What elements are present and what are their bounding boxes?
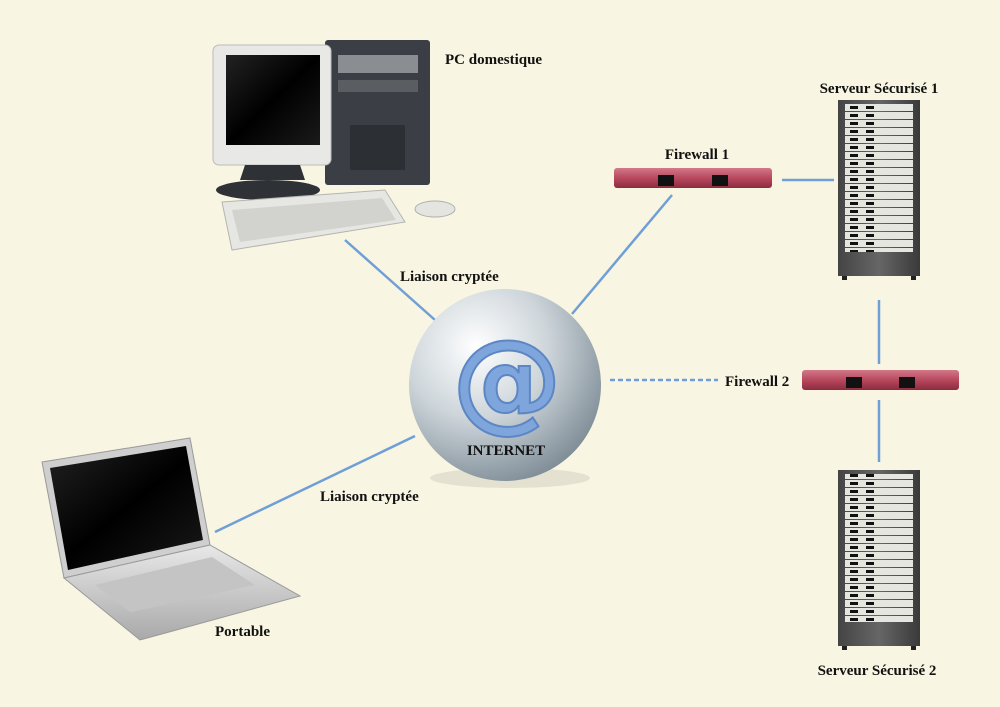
laptop: Portable: [41, 437, 302, 641]
link-laptop-internet: [214, 434, 416, 534]
firewall-2: Firewall 2: [725, 370, 959, 390]
pc-label: PC domestique: [445, 52, 542, 68]
mouse: [414, 200, 456, 218]
internet-label: INTERNET: [467, 443, 545, 459]
server-1: Serveur Sécurisé 1: [820, 81, 939, 280]
home-pc: PC domestique: [212, 40, 542, 251]
at-symbol-icon: @: [452, 316, 562, 444]
link-pc-label: Liaison cryptée: [400, 269, 499, 285]
internet-globe: @ INTERNET: [409, 289, 601, 488]
firewall-1: Firewall 1: [614, 147, 772, 188]
link-internet-firewall1: [571, 194, 673, 315]
link-laptop-label: Liaison cryptée: [320, 489, 419, 505]
server-2: Serveur Sécurisé 2: [818, 470, 937, 679]
connection-lines: [214, 178, 881, 534]
server1-label: Serveur Sécurisé 1: [820, 81, 939, 97]
server2-label: Serveur Sécurisé 2: [818, 663, 937, 679]
link-pc-internet: [344, 239, 436, 321]
firewall1-label: Firewall 1: [665, 147, 729, 163]
firewall2-label: Firewall 2: [725, 374, 789, 390]
laptop-label: Portable: [215, 624, 270, 640]
